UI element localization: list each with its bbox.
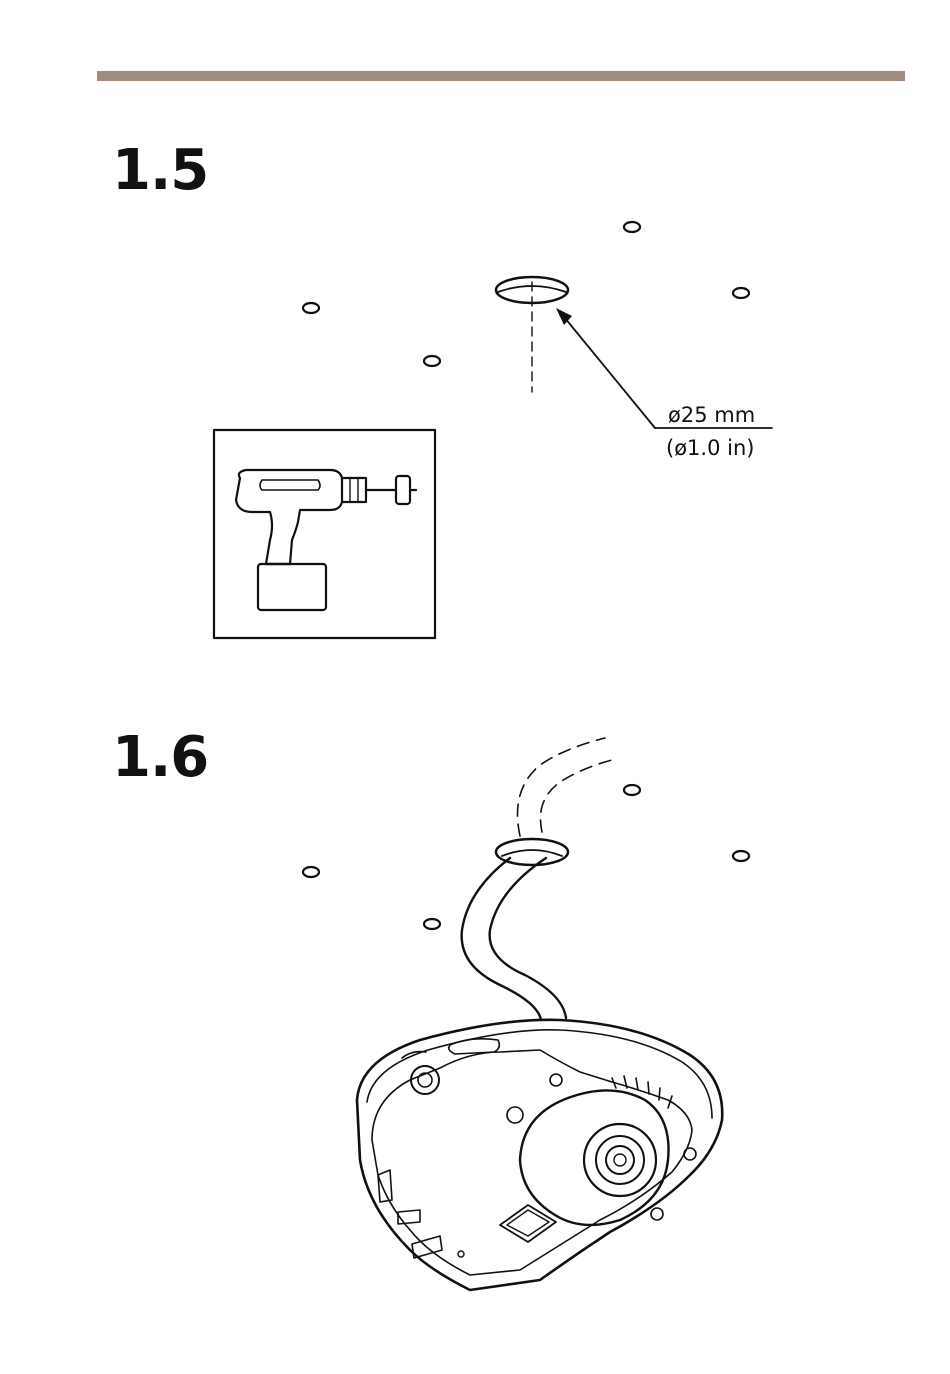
cable-illustration — [462, 738, 612, 1020]
drill-icon — [214, 430, 435, 638]
screw-holes-step-15 — [303, 222, 749, 366]
screw-holes-step-16 — [303, 785, 749, 929]
hole-diameter-in: (ø1.0 in) — [666, 436, 754, 460]
hole-diameter-mm: ø25 mm — [668, 403, 755, 427]
camera-illustration — [357, 1020, 722, 1290]
cable-hole — [496, 277, 568, 392]
